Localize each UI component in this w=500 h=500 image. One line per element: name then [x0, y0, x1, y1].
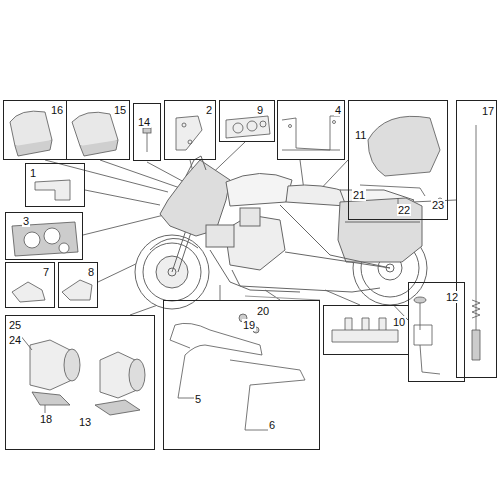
callout-number: 12 — [445, 291, 459, 303]
callout-number: 20 — [256, 305, 270, 317]
callout-number: 13 — [78, 416, 92, 428]
callout-number: 6 — [268, 419, 276, 431]
part-box: 4 — [277, 100, 345, 160]
part-box: 2 — [164, 100, 216, 160]
part-box: 2019 5 6 — [163, 300, 320, 450]
callout-number: 18 — [39, 413, 53, 425]
part-box: 16 — [3, 100, 67, 160]
part-box: 3 — [5, 212, 83, 260]
callout-number: 3 — [22, 215, 30, 227]
part-box: 14 — [133, 103, 161, 161]
callout-number: 14 — [137, 116, 151, 128]
part-box: 25 24 18 13 — [5, 315, 155, 450]
callout-number: 25 — [8, 319, 22, 331]
callout-number: 15 — [113, 104, 127, 116]
callout-number: 19 — [242, 319, 256, 331]
part-drawings — [10, 111, 480, 430]
callout-number: 17 — [481, 105, 495, 117]
part-box: 12 — [408, 282, 465, 382]
part-box: 15 — [66, 100, 130, 160]
part-box: 11 21 23 22 — [348, 100, 448, 220]
part-box: 1 — [25, 163, 85, 207]
part-box: 8 — [58, 262, 98, 308]
callout-number: 24 — [8, 334, 22, 346]
motorcycle — [135, 156, 427, 309]
callout-number: 8 — [87, 266, 95, 278]
part-box: 7 — [5, 262, 55, 308]
callout-number: 5 — [194, 393, 202, 405]
callout-number: 16 — [50, 104, 64, 116]
part-box: 10 — [323, 305, 409, 355]
callout-number: 22 — [397, 204, 411, 216]
callout-number: 9 — [256, 104, 264, 116]
callout-number: 23 — [431, 199, 445, 211]
callout-number: 10 — [392, 316, 406, 328]
callout-number: 21 — [352, 189, 366, 201]
callout-number: 4 — [334, 104, 342, 116]
part-box: 9 — [219, 100, 275, 142]
part-box: 17 — [456, 100, 497, 378]
callout-number: 2 — [205, 104, 213, 116]
callout-number: 1 — [29, 167, 37, 179]
callout-number: 11 — [354, 129, 367, 141]
callout-number: 7 — [42, 266, 50, 278]
